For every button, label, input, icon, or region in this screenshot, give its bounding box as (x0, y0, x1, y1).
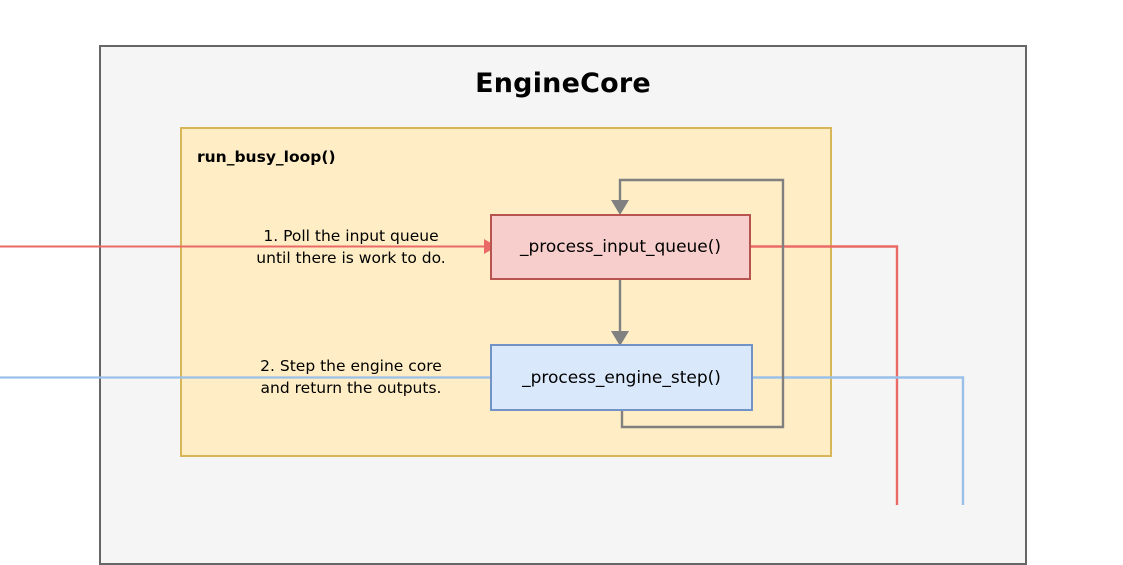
node-process-engine-step-label: _process_engine_step() (522, 367, 721, 388)
node-process-input-queue-label: _process_input_queue() (519, 237, 722, 257)
node-process-engine-step[interactable]: _process_engine_step() (490, 344, 753, 411)
diagram-canvas: EngineCore run_busy_loop() (0, 45, 1027, 565)
node-process-input-queue[interactable]: _process_input_queue() (490, 214, 751, 280)
annotation-step-2: 2. Step the engine core and return the o… (260, 357, 442, 397)
engine-core-title: EngineCore (475, 68, 651, 99)
annotation-step-1: 1. Poll the input queue until there is w… (256, 227, 446, 267)
run-busy-loop-label: run_busy_loop() (197, 148, 336, 166)
